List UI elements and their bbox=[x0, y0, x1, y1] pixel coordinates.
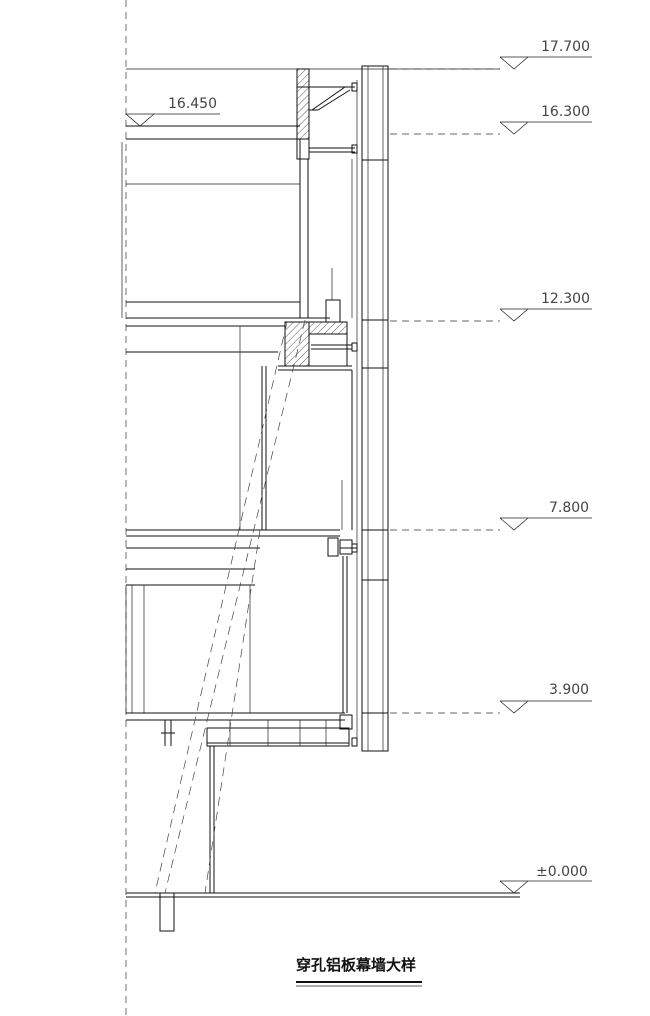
level-marker-16450: 16.450 bbox=[125, 96, 220, 127]
level-label-16450: 16.450 bbox=[168, 96, 217, 112]
sight-lines bbox=[154, 319, 306, 894]
level-marker-12300: 12.300 bbox=[390, 291, 592, 322]
parapet bbox=[296, 68, 358, 160]
level-label-17700: 17.700 bbox=[541, 39, 590, 55]
level-label-3900: 3.900 bbox=[549, 682, 589, 698]
middle-section bbox=[126, 326, 353, 537]
level-marker-7800: 7.800 bbox=[390, 500, 592, 531]
level-marker-3900: 3.900 bbox=[390, 682, 592, 714]
beam-12300 bbox=[278, 268, 358, 371]
level-marker-17700: 17.700 bbox=[126, 39, 592, 70]
drawing-title: 穿孔铝板幕墙大样 bbox=[296, 956, 416, 974]
roof-slab bbox=[121, 125, 300, 318]
curtain-wall-panel bbox=[356, 65, 389, 752]
ground-line bbox=[126, 892, 520, 932]
level-marker-0000: ±0.000 bbox=[499, 864, 592, 894]
canopy-3900 bbox=[161, 714, 358, 893]
upper-room bbox=[126, 139, 353, 327]
level-label-0000: ±0.000 bbox=[536, 864, 588, 880]
panel-joints bbox=[362, 159, 388, 714]
level-marker-16300: 16.300 bbox=[390, 104, 592, 135]
beam-7800 bbox=[126, 537, 358, 586]
level-label-7800: 7.800 bbox=[549, 500, 589, 516]
level-label-16300: 16.300 bbox=[541, 104, 590, 120]
level-label-12300: 12.300 bbox=[541, 291, 590, 307]
lower-section bbox=[125, 556, 348, 721]
